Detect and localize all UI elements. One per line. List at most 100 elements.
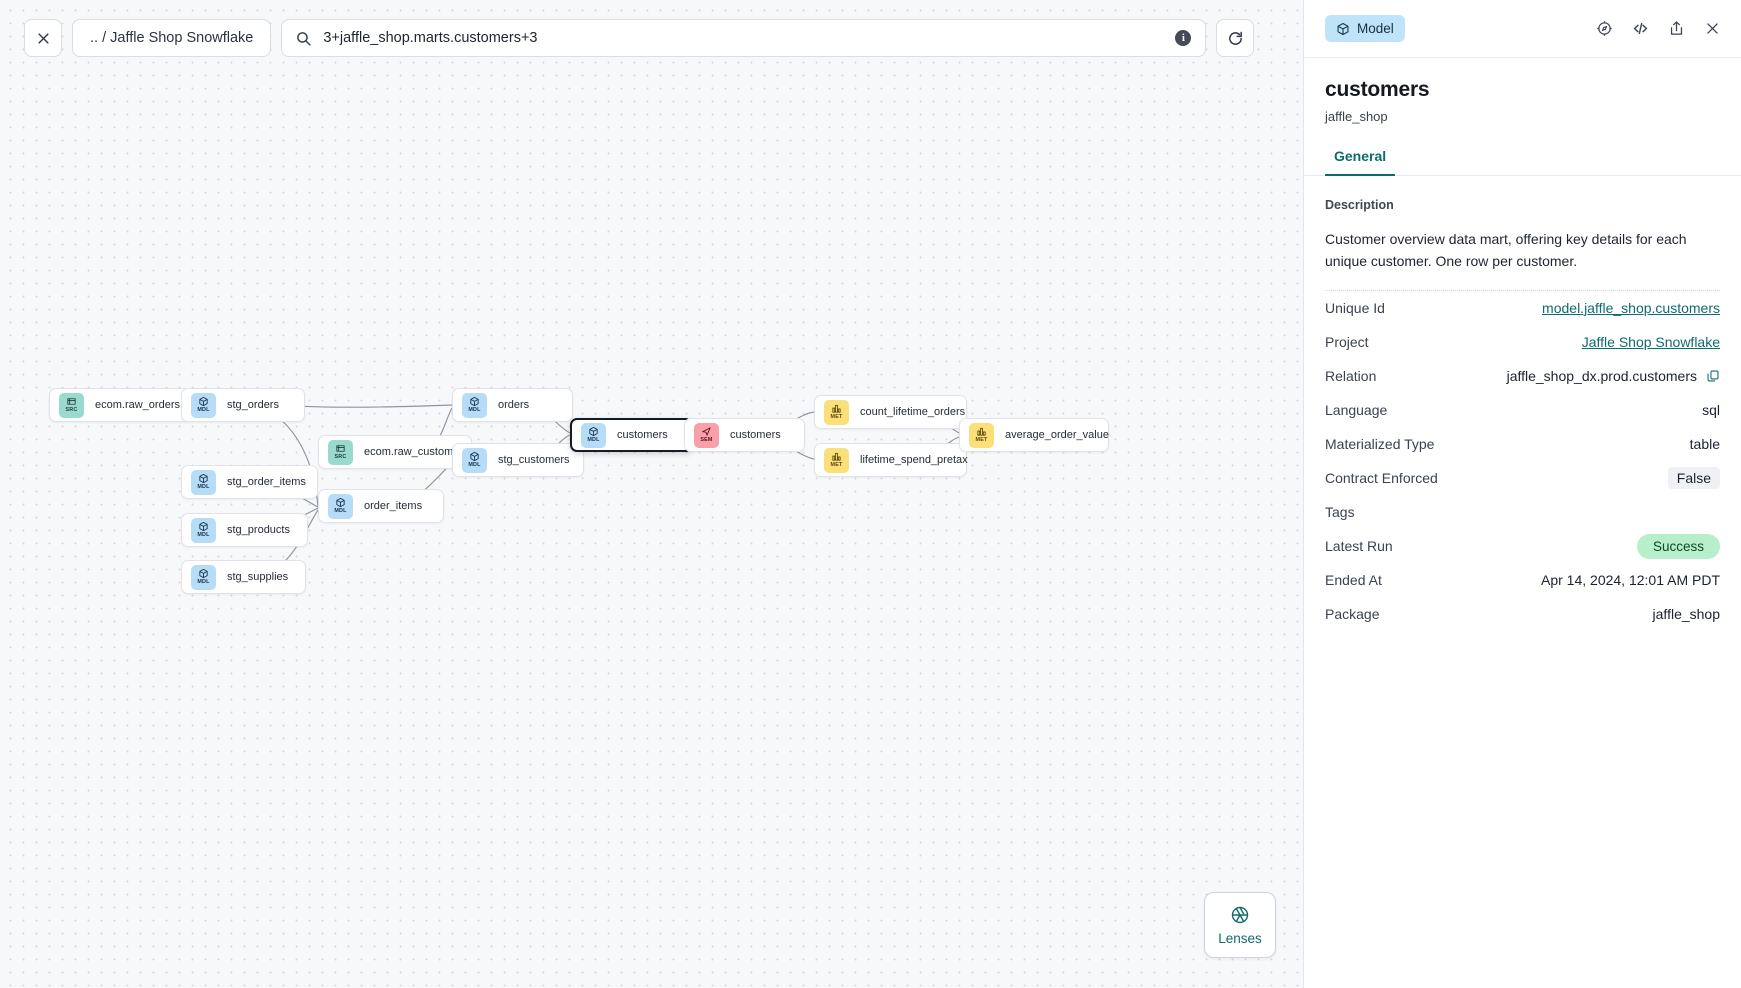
graph-node-order_items[interactable]: MDL order_items [318, 489, 444, 523]
close-lineage-button[interactable] [24, 19, 62, 57]
graph-node-label: stg_order_items [227, 476, 306, 488]
code-button[interactable] [1627, 16, 1653, 42]
graph-node-label: stg_customers [498, 454, 570, 466]
src-badge-icon: SRC [59, 392, 84, 418]
breadcrumb[interactable]: .. / Jaffle Shop Snowflake [72, 19, 272, 57]
metadata-value-link[interactable]: Jaffle Shop Snowflake [1581, 333, 1720, 350]
metadata-row: Package jaffle_shop [1325, 597, 1720, 631]
metadata-row: Unique Id model.jaffle_shop.customers [1325, 291, 1720, 325]
sem-badge-icon: SEM [694, 422, 719, 448]
metadata-row: Project Jaffle Shop Snowflake [1325, 325, 1720, 359]
graph-node-stg_customers[interactable]: MDL stg_customers [452, 443, 584, 477]
graph-node-label: ecom.raw_customers [364, 446, 469, 458]
metadata-key: Tags [1325, 503, 1355, 520]
aperture-icon [1231, 906, 1249, 923]
graph-node-label: order_items [364, 500, 423, 512]
graph-node-label: ecom.raw_orders [95, 399, 180, 411]
metadata-row: Materialized Type table [1325, 427, 1720, 461]
graph-node-ecom_raw_orders[interactable]: SRC ecom.raw_orders [49, 388, 190, 422]
metadata-value-link[interactable]: model.jaffle_shop.customers [1542, 299, 1720, 316]
graph-node-stg_order_items[interactable]: MDL stg_order_items [181, 465, 318, 499]
description-text: Customer overview data mart, offering ke… [1325, 231, 1687, 270]
graph-node-label: lifetime_spend_pretax [860, 454, 968, 466]
graph-node-label: stg_supplies [227, 571, 289, 583]
lenses-label: Lenses [1218, 930, 1262, 946]
panel-toolbar: Model [1304, 0, 1741, 58]
description-label: Description [1325, 198, 1394, 212]
metadata-value: Apr 14, 2024, 12:01 AM PDT [1541, 571, 1720, 588]
cube-icon [1337, 22, 1349, 35]
close-icon [1706, 23, 1718, 34]
metadata-row: Language sql [1325, 393, 1720, 427]
tab-general[interactable]: General [1325, 148, 1396, 176]
mdl-badge-icon: MDL [191, 392, 216, 418]
metadata-row: Ended At Apr 14, 2024, 12:01 AM PDT [1325, 563, 1720, 597]
lenses-button[interactable]: Lenses [1204, 892, 1276, 958]
mdl-badge-icon: MDL [191, 517, 216, 543]
met-badge-icon: MET [824, 447, 849, 473]
src-badge-icon: SRC [328, 439, 353, 465]
share-icon [1670, 21, 1682, 35]
search-query-text: 3+jaffle_shop.marts.customers+3 [323, 30, 538, 46]
resource-type-badge[interactable]: Model [1325, 15, 1405, 42]
graph-canvas[interactable]: .. / Jaffle Shop Snowflake 3+jaffle_shop… [0, 0, 1303, 988]
mdl-badge-icon: MDL [328, 493, 353, 519]
detail-panel: Model [1303, 0, 1741, 988]
copy-icon[interactable] [1706, 369, 1720, 383]
status-badge[interactable]: Success [1636, 533, 1720, 559]
search-input[interactable]: 3+jaffle_shop.marts.customers+3 i [281, 19, 1207, 57]
metadata-key: Project [1325, 333, 1369, 350]
panel-header: customers jaffle_shop [1304, 58, 1741, 124]
metadata-key: Unique Id [1325, 299, 1385, 316]
metadata-key: Latest Run [1325, 537, 1393, 554]
graph-node-lifetime_spend_pretax[interactable]: MET lifetime_spend_pretax [814, 443, 968, 477]
refresh-button[interactable] [1216, 19, 1255, 57]
share-button[interactable] [1663, 16, 1689, 42]
search-info-icon[interactable]: i [1175, 30, 1192, 46]
refresh-icon [1228, 31, 1242, 45]
graph-node-customers_semantic[interactable]: SEM customers [684, 418, 805, 452]
search-icon [297, 31, 311, 46]
graph-node-label: customers [730, 429, 781, 441]
metadata-key: Package [1325, 605, 1380, 622]
metadata-value-copyable[interactable]: jaffle_shop_dx.prod.customers [1507, 368, 1720, 384]
relation-link[interactable]: jaffle_shop_dx.prod.customers [1506, 367, 1697, 384]
close-icon [37, 32, 49, 44]
graph-node-ecom_raw_customers[interactable]: SRC ecom.raw_customers [318, 435, 472, 469]
section-divider [1325, 289, 1720, 291]
graph-node-label: average_order_value [1005, 429, 1109, 441]
metadata-value-chip: False [1667, 466, 1720, 489]
metadata-row: Latest Run Success [1325, 529, 1720, 563]
canvas-toolbar: .. / Jaffle Shop Snowflake 3+jaffle_shop… [24, 19, 1255, 57]
panel-tabs: General [1304, 148, 1741, 176]
metadata-value: table [1689, 435, 1720, 452]
metadata-value: jaffle_shop [1652, 605, 1720, 622]
explore-button[interactable] [1591, 16, 1617, 42]
metadata-value-status: Success [1636, 533, 1720, 559]
contract-enforced-chip: False [1667, 466, 1720, 489]
metadata-key: Materialized Type [1325, 435, 1435, 452]
panel-subtitle: jaffle_shop [1325, 109, 1388, 124]
code-icon [1633, 22, 1647, 35]
close-panel-button[interactable] [1699, 16, 1725, 42]
metadata-value: sql [1702, 401, 1720, 418]
mdl-badge-icon: MDL [462, 392, 487, 418]
metadata-key: Ended At [1325, 571, 1382, 588]
page-title: customers [1325, 78, 1430, 101]
mdl-badge-icon: MDL [581, 422, 606, 448]
graph-node-label: count_lifetime_orders [860, 406, 966, 418]
metadata-key: Language [1325, 401, 1388, 418]
mdl-badge-icon: MDL [462, 447, 487, 473]
mdl-badge-icon: MDL [191, 469, 216, 495]
